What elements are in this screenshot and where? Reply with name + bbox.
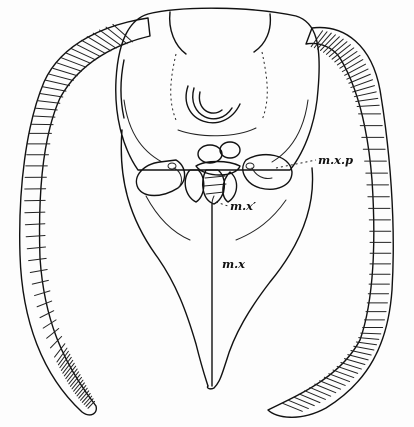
antenna-segment-line [348, 355, 368, 360]
antenna-segment-line [354, 92, 376, 97]
antenna-segment-line [288, 400, 308, 408]
antenna-segment-line [87, 37, 111, 51]
antenna-segment-line [299, 394, 320, 403]
antenna-segment-line [99, 30, 121, 46]
antenna-segment-line [37, 301, 52, 307]
antenna-segment-line [345, 64, 366, 75]
antenna-segment-line [27, 247, 45, 249]
antenna-segment-line [35, 291, 50, 296]
antenna-segment-line [305, 391, 326, 400]
antenna-segment-line [25, 212, 45, 213]
left-palp [136, 160, 184, 196]
head-capsule [116, 8, 319, 170]
antenna-segment-line [347, 69, 368, 79]
antenna-segment-line [359, 338, 379, 340]
right-antenna [268, 28, 393, 418]
left-antenna [20, 18, 150, 415]
antenna-segment-line [43, 87, 66, 91]
antenna-segment-line [351, 350, 371, 355]
antenna-segment-line [32, 280, 48, 284]
median-ocellus [178, 86, 256, 136]
antenna-segment-line [93, 33, 116, 48]
antenna-segment-line [43, 320, 56, 328]
antenna-segment-line [71, 48, 96, 59]
label-maxilla: m.x [222, 257, 245, 271]
antenna-segment-line [88, 401, 95, 408]
antenna-segment-line [361, 333, 381, 334]
antenna-segment-line [294, 397, 315, 406]
antenna-segment-line [310, 387, 331, 396]
antenna-segment-line [82, 40, 106, 53]
antenna-segment-line [35, 108, 57, 110]
antenna-segment-line [30, 270, 47, 273]
antenna-segment-line [40, 93, 63, 96]
antenna-segment-line [356, 98, 378, 101]
antenna-segment-line [341, 363, 362, 370]
label-maxillary-palp: m.x.p [318, 153, 353, 167]
antenna-segment-line [76, 44, 100, 56]
antenna-segment-line [40, 311, 54, 318]
antenna-segment-line [46, 80, 70, 85]
antenna-segment-line [344, 359, 364, 365]
antenna-segment-line [29, 258, 47, 260]
antenna-segment-line [106, 27, 127, 44]
right-palp [243, 155, 292, 190]
antenna-segment-line [66, 53, 91, 63]
antenna-segment-line [26, 235, 45, 236]
antenna-segment-line [342, 60, 363, 72]
antenna-segment-line [33, 116, 55, 117]
antenna-segment-line [353, 86, 375, 92]
antenna-segment-line [25, 224, 44, 225]
label-second-maxilla: m.x′ [230, 199, 256, 213]
leader-mx2 [216, 202, 228, 206]
antenna-segment-line [354, 346, 374, 350]
antenna-segment-line [49, 74, 73, 80]
antenna-segment-line [356, 342, 376, 345]
maxilla-body [121, 130, 312, 389]
antenna-segment-line [37, 101, 60, 104]
antenna-segment-line [86, 399, 93, 407]
antenna-segment-line [84, 396, 92, 404]
mouthparts [136, 142, 292, 204]
antenna-segment-line [82, 394, 90, 403]
antenna-segment-line [357, 105, 379, 106]
antenna-segment-line [53, 68, 77, 75]
